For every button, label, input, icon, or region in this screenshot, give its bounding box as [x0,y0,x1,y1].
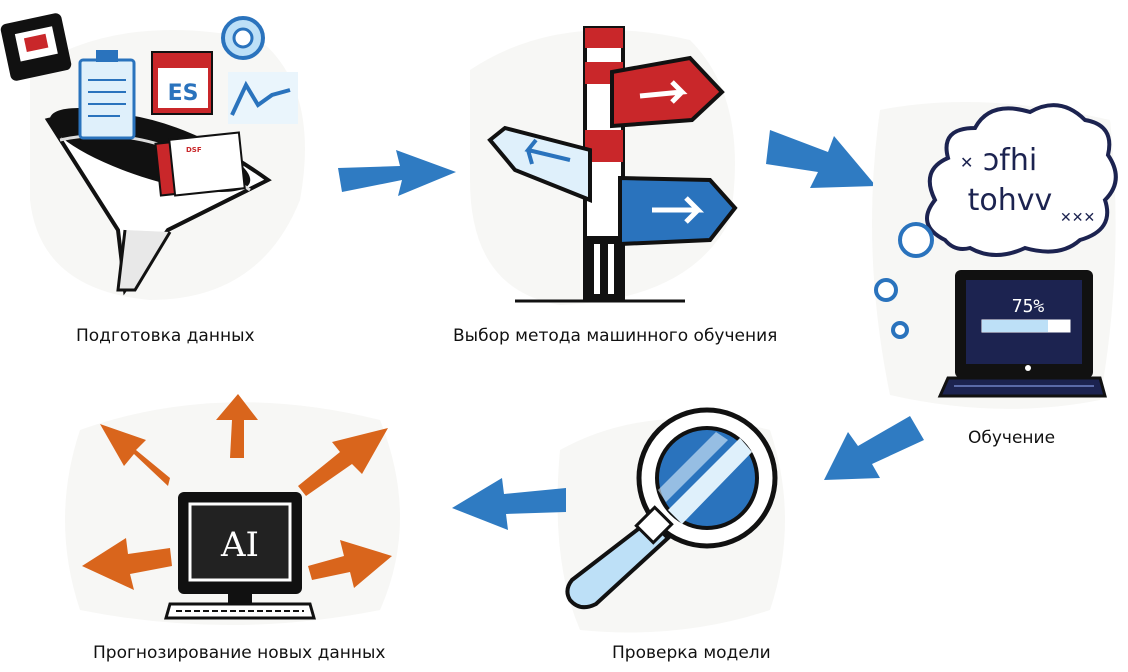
step-label-training: Обучение [968,428,1056,448]
thought-text-line1: ɔfhi [983,143,1037,178]
laptop-thinking-icon: ɔfhi tohvv ✕ ✕✕✕ 75% [872,102,1118,409]
signpost-icon [470,26,738,305]
arrow-left-icon [452,478,566,530]
es-card-text: ES [168,81,199,106]
arrow-right-down-icon [766,130,876,188]
step-label-data-prep: Подготовка данных [76,326,255,346]
thought-text-line2: tohvv [968,183,1053,218]
funnel-icon: ES DSF [0,13,305,300]
step-label-method: Выбор метода машинного обучения [453,326,778,346]
arrow-down-left-icon [824,416,924,480]
step-label-prediction: Прогнозирование новых данных [93,643,386,663]
magnifier-icon [557,407,785,633]
folder-tag-text: DSF [186,146,202,154]
progress-label: 75% [1012,296,1045,317]
progress-bar-fill [982,320,1048,332]
arrow-right-icon [338,150,456,196]
ai-screen-label: AI [220,525,259,565]
step-label-validation: Проверка модели [612,643,771,663]
ai-monitor-icon: AI [65,394,400,625]
svg-text:✕: ✕ [960,153,973,172]
svg-text:✕✕✕: ✕✕✕ [1060,210,1095,226]
